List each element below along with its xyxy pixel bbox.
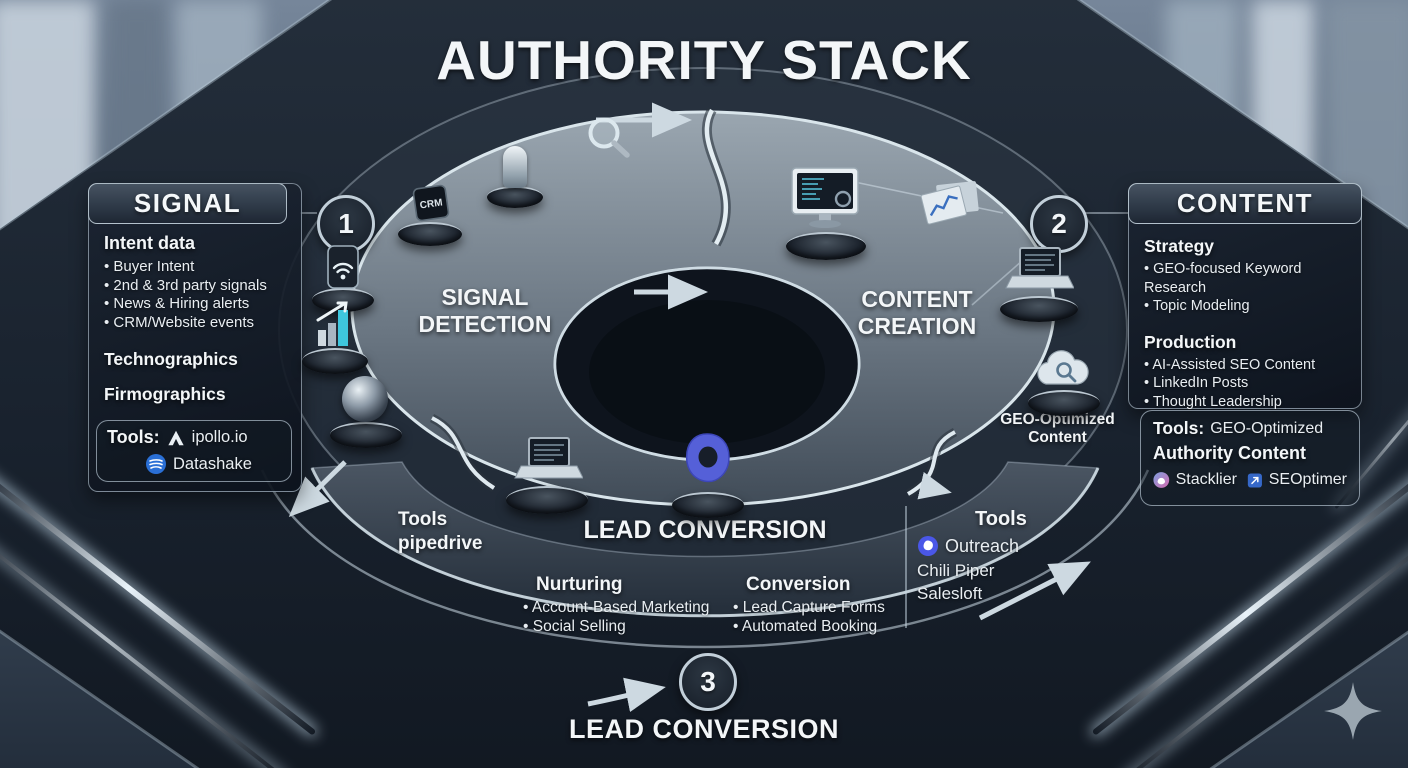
signal-tool-1: ipollo.io [191, 428, 248, 446]
location-pin-icon [685, 433, 730, 483]
pedestal [506, 486, 588, 514]
pedestal [786, 232, 866, 260]
technographics-label: Technographics [104, 349, 238, 369]
nurturing-item: Account-Based Marketing [523, 598, 709, 617]
stage-3-badge: 3 [679, 653, 737, 711]
content-panel-header: CONTENT [1128, 183, 1362, 224]
conversion-item: Automated Booking [733, 617, 885, 636]
monitor-icon [791, 167, 859, 228]
content-creation-label: CONTENT CREATION [802, 286, 1032, 340]
pedestal [302, 348, 368, 374]
svg-text:CRM: CRM [419, 197, 443, 211]
right-tools-title: Tools [975, 508, 1027, 530]
pedestal [1000, 296, 1078, 322]
production-item: Thought Leadership [1144, 393, 1358, 412]
geo-optimized-content-label: GEO-Optimized Content [975, 411, 1140, 447]
strategy-item: GEO-focused Keyword Research [1144, 260, 1358, 297]
dome-button-icon [503, 146, 527, 188]
bar-chart-icon [316, 301, 348, 346]
nurturing-title: Nurturing [536, 574, 623, 595]
intent-item: 2nd & 3rd party signals [104, 277, 294, 296]
datashake-icon [146, 454, 166, 474]
sparkle-icon [1324, 682, 1382, 740]
sphere-icon [342, 376, 388, 422]
laptop-icon [1005, 247, 1074, 289]
nurturing-block: Nurturing Account-Based Marketing Social… [523, 574, 709, 636]
crm-chip-icon: CRM [412, 184, 450, 222]
right-tool-chilipiper: Chili Piper [917, 561, 995, 580]
production-item: AI-Assisted SEO Content [1144, 356, 1358, 375]
right-tool-outreach: Outreach [945, 535, 1020, 556]
stacklier-icon [1153, 472, 1170, 488]
intent-item: Buyer Intent [104, 258, 294, 277]
signal-tools-box: Tools: ipollo.io Datashake [96, 420, 292, 482]
apollo-icon [168, 430, 184, 445]
right-tool-salesloft: Salesloft [917, 584, 983, 603]
cloud-search-icon [1037, 350, 1089, 385]
stage-2-badge: 2 [1030, 195, 1088, 253]
pedestal [398, 222, 462, 246]
magnifier-icon [588, 117, 630, 158]
signal-detection-line1: SIGNAL [441, 284, 529, 310]
intent-data-title: Intent data [104, 233, 196, 253]
conversion-block: Conversion Lead Capture Forms Automated … [733, 574, 885, 636]
signal-tool-2: Datashake [173, 454, 252, 473]
production-item: LinkedIn Posts [1144, 374, 1358, 393]
laptop-icon [514, 437, 583, 479]
footer-lead-conversion-label: LEAD CONVERSION [568, 714, 840, 744]
strategy-title: Strategy [1144, 236, 1215, 256]
intent-item: News & Hiring alerts [104, 295, 294, 314]
signal-detection-label: SIGNAL DETECTION [370, 284, 600, 338]
signal-tools-label: Tools: [107, 427, 160, 447]
geo-label-line1: GEO-Optimized [1000, 411, 1115, 428]
pedestal [1028, 390, 1100, 416]
authority-content-label: Authority Content [1153, 443, 1306, 463]
pipedrive-tools-line1: Tools [398, 509, 448, 530]
right-tools-block: Tools Outreach Chili Piper Salesloft [917, 508, 1027, 604]
production-title: Production [1144, 331, 1237, 352]
firmographics-label: Firmographics [104, 384, 226, 404]
content-creation-line2: CREATION [857, 313, 977, 339]
pipedrive-logo-text: pipedrive [398, 533, 483, 554]
content-tool-1: Stacklier [1175, 471, 1237, 488]
signal-panel [88, 183, 302, 492]
tools-divider [905, 506, 907, 628]
conversion-item: Lead Capture Forms [733, 598, 885, 617]
chart-pages-icon [920, 181, 979, 225]
content-tools-suffix: GEO-Optimized [1210, 419, 1324, 437]
outreach-icon [918, 536, 938, 556]
pedestal [487, 186, 543, 208]
pedestal [330, 422, 402, 448]
conversion-title: Conversion [746, 574, 851, 595]
strategy-item: Topic Modeling [1144, 297, 1358, 316]
intent-item: CRM/Website events [104, 314, 294, 333]
signal-panel-header: SIGNAL [88, 183, 287, 224]
nurturing-item: Social Selling [523, 617, 709, 636]
pedestal [672, 492, 744, 518]
geo-label-line2: Content [1028, 429, 1087, 446]
page-title: AUTHORITY STACK [436, 29, 972, 91]
content-tools-label: Tools: [1153, 418, 1205, 438]
content-panel-body: Strategy GEO-focused Keyword Research To… [1144, 236, 1358, 411]
content-creation-line1: CONTENT [861, 286, 973, 312]
signal-detection-line2: DETECTION [418, 311, 552, 337]
signal-panel-body: Intent data Buyer Intent 2nd & 3rd party… [104, 233, 294, 405]
pipedrive-tools-label: Tools pipedrive [398, 508, 482, 556]
seoptimer-icon [1247, 472, 1262, 488]
content-tool-2: SEOptimer [1268, 471, 1347, 488]
content-tools-box: Tools: GEO-Optimized Authority Content S… [1140, 410, 1360, 506]
lead-conversion-ring-label: LEAD CONVERSION [583, 516, 827, 544]
wifi-phone-icon [327, 245, 359, 289]
pedestal [312, 288, 374, 312]
